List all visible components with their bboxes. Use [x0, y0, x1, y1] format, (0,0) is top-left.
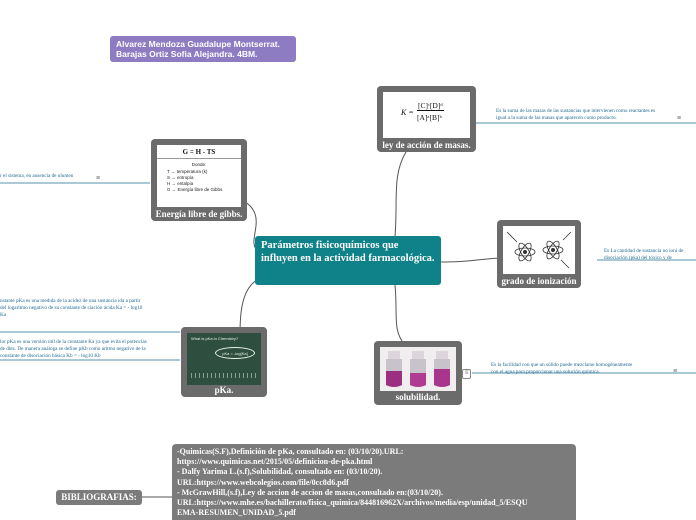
- note-pka-1: nstante pKa es una medida de la acidez d…: [0, 298, 143, 318]
- link-gibbs: [241, 199, 258, 251]
- note-gibbs: r el sistema, en ausencia de olumen: [0, 173, 74, 179]
- pka-board-ruler: [191, 373, 257, 378]
- pka-board-text: What is pKa in Chemistry?: [191, 336, 239, 341]
- gibbs-divider: [157, 158, 241, 159]
- flasks-icon: [386, 351, 450, 387]
- bib-line: -Quimicas(S.F),Definición de pKa, consul…: [177, 447, 404, 456]
- topic-solubilidad[interactable]: solubilidad.: [374, 341, 462, 405]
- formula-denominator: [A]ᵃ[B]ᵇ: [417, 113, 442, 122]
- note-solubilidad: Es la facilidad con que un sólido puede …: [491, 362, 633, 375]
- masas-formula-image: K = [C]ᶜ[D]ᵈ [A]ᵃ[B]ᵇ: [383, 92, 470, 138]
- topic-grado-ionizacion[interactable]: grado de ionización: [497, 220, 581, 288]
- authors-line-1: Alvarez Mendoza Guadalupe Montserrat.: [116, 39, 280, 49]
- note-masas: Es la suma de las masas de las sustancia…: [496, 108, 656, 121]
- formula-k: K =: [401, 108, 414, 117]
- central-topic[interactable]: Parámetros fisicoquímicos que influyen e…: [255, 236, 441, 285]
- gibbs-equation-image: G = H - TS Donde: T → temperatura (k) S …: [157, 145, 241, 207]
- link-solub: [394, 284, 406, 346]
- gibbs-legend-item: H → entalpía: [167, 181, 194, 186]
- topic-label-gibbs: Energía libre de gibbs.: [155, 209, 243, 219]
- gibbs-legend-item: G → Energía libre de Gibbs.: [167, 187, 224, 192]
- note-menu-icon-masas[interactable]: ≡: [677, 115, 682, 122]
- bib-line: - Dalfy Yarima L.(s.f),Solubilidad, cons…: [177, 467, 383, 477]
- topic-ley-accion-masas[interactable]: K = [C]ᶜ[D]ᵈ [A]ᵃ[B]ᵇ ley de acción de m…: [377, 86, 476, 152]
- bib-line: URL:https://www.mhe.es/bachillerato/fisi…: [177, 498, 528, 508]
- gibbs-legend-item: S → entropía: [167, 175, 194, 180]
- note-menu-icon-solubilidad[interactable]: ≡: [673, 368, 678, 375]
- topic-label-masas: ley de acción de masas.: [382, 140, 471, 150]
- note-ionizacion: Es La cantidad de sustancia no ioni de d…: [604, 248, 684, 261]
- authors-box[interactable]: Alvarez Mendoza Guadalupe Montserrat. Ba…: [110, 36, 296, 62]
- topic-label-pka: pKa.: [214, 385, 234, 395]
- link-ioniz: [437, 257, 501, 263]
- topic-energia-gibbs[interactable]: G = H - TS Donde: T → temperatura (k) S …: [151, 139, 247, 221]
- gibbs-equation: G = H - TS: [182, 148, 216, 156]
- central-topic-title: Parámetros fisicoquímicos que influyen e…: [261, 240, 435, 264]
- authors-line-2: Barajas Ortiz Sofia Alejandra. 4BM.: [116, 49, 258, 59]
- gibbs-legend-item: T → temperatura (k): [167, 169, 208, 174]
- topic-label-ionizacion: grado de ionización: [501, 276, 577, 286]
- gibbs-legend: T → temperatura (k) S → entropía H → ent…: [167, 169, 237, 193]
- gibbs-legend-title: Donde:: [191, 162, 207, 167]
- formula-numerator: [C]ᶜ[D]ᵈ: [417, 101, 444, 111]
- atom-icon: [506, 231, 572, 269]
- bib-line: URL:https://www.webcolegios.com/file/0cc…: [177, 477, 349, 487]
- note-menu-icon-gibbs[interactable]: ≡: [96, 175, 101, 182]
- topic-pka[interactable]: What is pKa in Chemistry? pKa = -log[Ka]…: [181, 327, 267, 397]
- note-pka-2: lor pKa es una versión útil de la consta…: [0, 339, 147, 359]
- bib-line: EMA-RESUMEN_UNIDAD_5.pdf: [177, 508, 296, 518]
- bib-line: https://www.quimicas.net/2015/05/definic…: [177, 457, 373, 467]
- solubilidad-flasks-image: [380, 347, 456, 391]
- note-menu-icon-solubilidad-left[interactable]: ≡: [462, 369, 471, 379]
- topic-label-solubilidad: solubilidad.: [395, 392, 441, 402]
- ionizacion-atoms-image: [503, 226, 575, 274]
- bib-line: - McGrawHill,(s.f),Ley de accion de acci…: [177, 487, 443, 497]
- bibliografias-label[interactable]: BIBLIOGRAFIAS:: [56, 490, 142, 505]
- pka-board-formula: pKa = -log[Ka]: [215, 347, 255, 359]
- bibliografias-label-text: BIBLIOGRAFIAS:: [61, 492, 137, 502]
- bibliografias-box[interactable]: -Quimicas(S.F),Definición de pKa, consul…: [172, 444, 576, 520]
- link-masas: [394, 151, 407, 237]
- pka-chalkboard-image: What is pKa in Chemistry? pKa = -log[Ka]: [187, 333, 261, 385]
